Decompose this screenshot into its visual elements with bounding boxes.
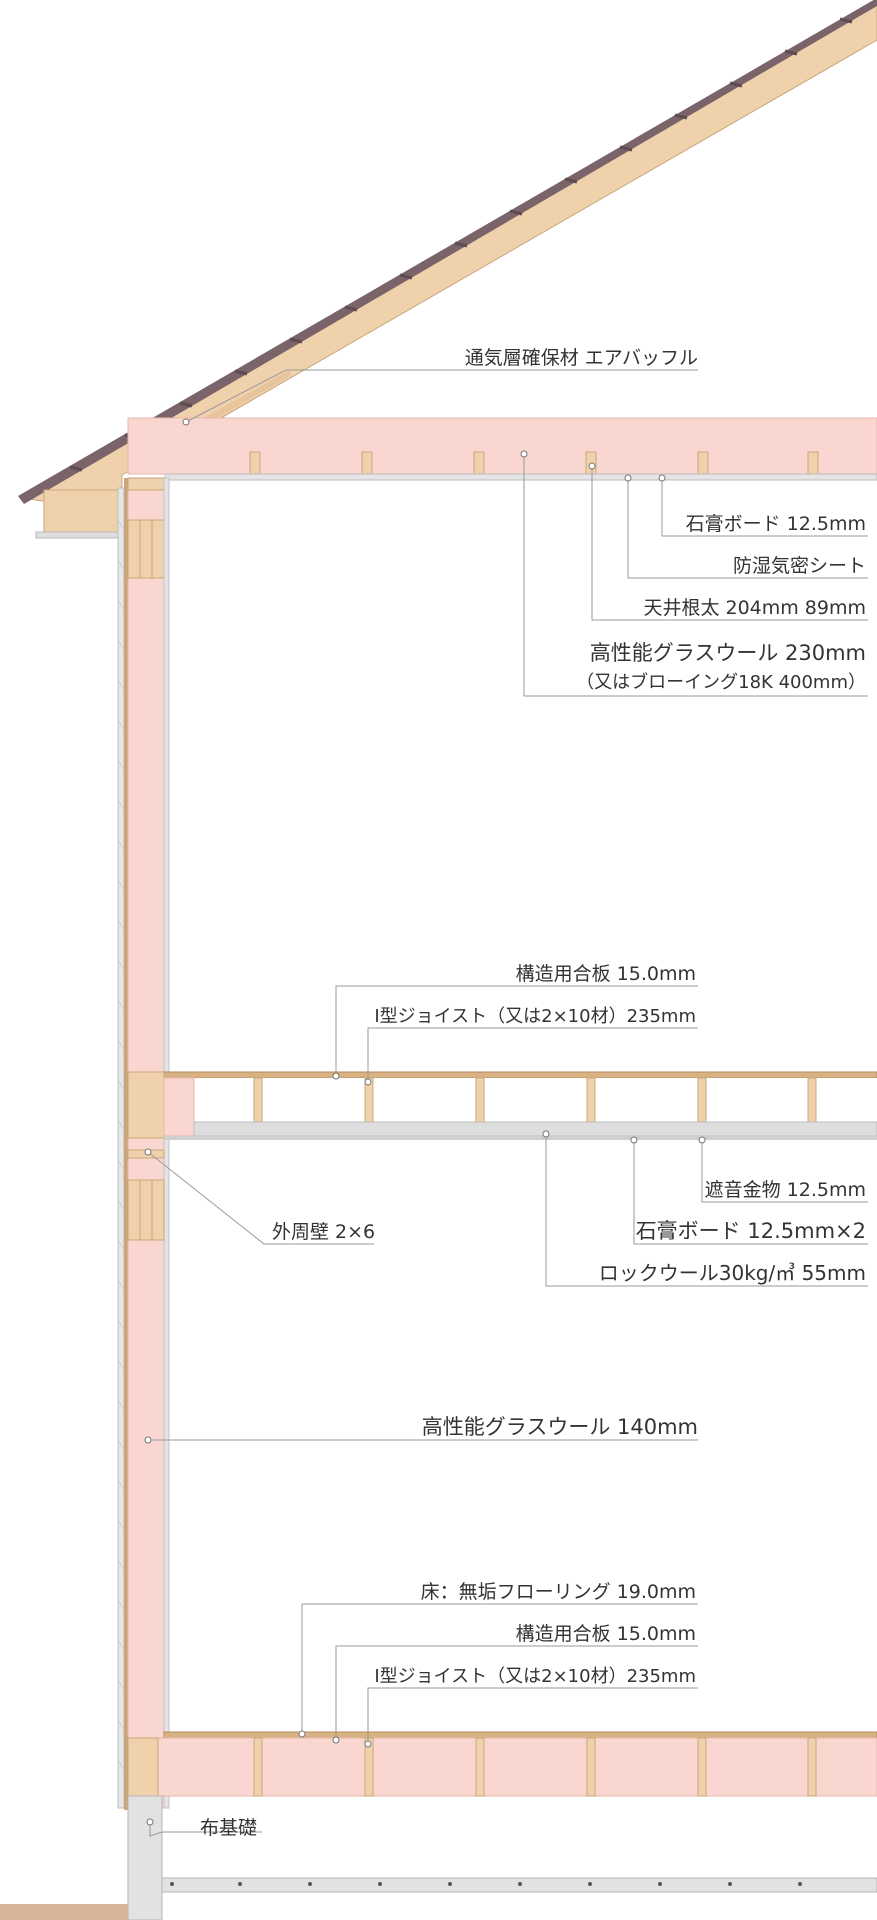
label-ceiling-glasswool: 高性能グラスウール 230mm	[590, 641, 866, 665]
label-foundation: 布基礎	[200, 1817, 257, 1839]
label-rockwool: ロックウール30kg/㎥ 55mm	[599, 1261, 866, 1285]
foundation	[0, 1795, 877, 1920]
leader-lines	[147, 369, 868, 1837]
label-vapor-barrier: 防湿気密シート	[733, 555, 866, 577]
label-2f-plywood: 構造用合板 15.0mm	[516, 963, 696, 985]
ceiling-assembly	[127, 417, 877, 481]
label-air-baffle: 通気層確保材 エアバッフル	[465, 347, 698, 369]
label-flooring: 床：無垢フローリング 19.0mm	[421, 1581, 696, 1603]
label-ceiling-gypsum-board: 石膏ボード 12.5mm	[686, 512, 866, 535]
exterior-wall	[117, 477, 170, 1810]
second-floor-assembly	[127, 1071, 877, 1241]
labels: 通気層確保材 エアバッフル 石膏ボード 12.5mm 防湿気密シート 天井根太 …	[200, 347, 866, 1839]
label-gypsum-double: 石膏ボード 12.5mm×2	[636, 1219, 866, 1243]
label-ceiling-joist: 天井根太 204mm 89mm	[643, 597, 866, 619]
label-2f-i-joist: I型ジョイスト（又は2×10材）235mm	[374, 1006, 696, 1027]
leader-points	[144, 418, 706, 1826]
label-1f-plywood: 構造用合板 15.0mm	[516, 1623, 696, 1645]
first-floor-assembly	[127, 1731, 877, 1797]
label-sound-hardware: 遮音金物 12.5mm	[705, 1179, 866, 1201]
label-ceiling-glasswool-alt: （又はブローイング18K 400mm）	[576, 671, 866, 693]
label-1f-i-joist: I型ジョイスト（又は2×10材）235mm	[374, 1666, 696, 1687]
label-outer-wall: 外周壁 2×6	[272, 1221, 375, 1243]
label-wall-glasswool: 高性能グラスウール 140mm	[422, 1415, 698, 1439]
